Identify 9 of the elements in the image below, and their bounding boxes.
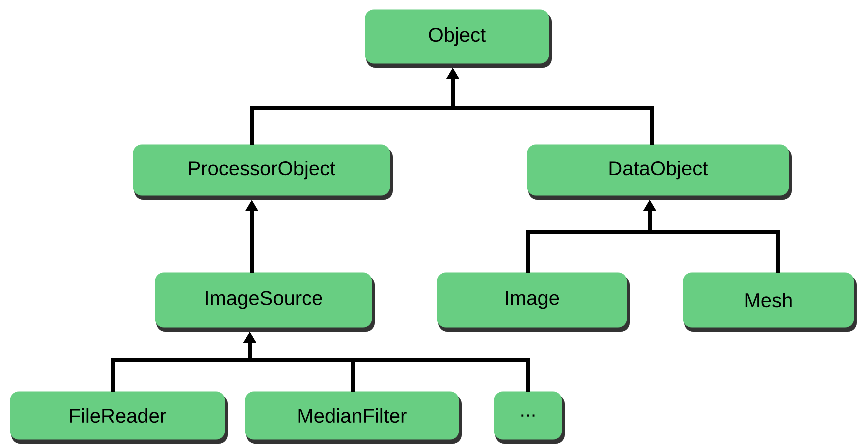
- class-box: ImageSource: [155, 272, 375, 332]
- class-box: Mesh: [683, 272, 857, 332]
- class-box: ProcessorObject: [133, 144, 393, 200]
- class-box: Image: [437, 272, 630, 332]
- class-box: FileReader: [10, 392, 228, 444]
- class-box: DataObject: [527, 144, 792, 200]
- class-box: ...: [494, 392, 565, 444]
- class-box: Object: [365, 10, 552, 68]
- class-box: MedianFilter: [245, 392, 462, 444]
